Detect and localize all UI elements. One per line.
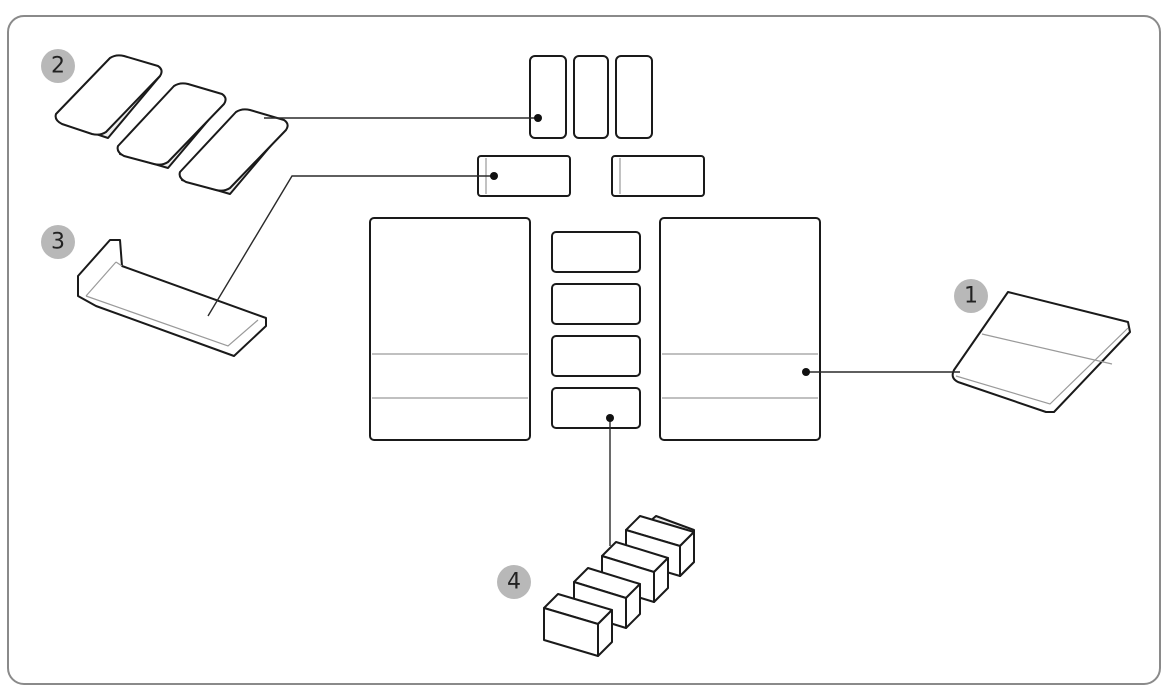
anchor-dot-part-1 (802, 368, 810, 376)
callout-number-2: 2 (51, 54, 65, 79)
part-3-bracket (77, 239, 267, 357)
slot-mid-right (611, 155, 705, 197)
center-slot-3 (551, 335, 641, 377)
callout-badge-3: 3 (41, 225, 75, 259)
center-slot-4 (551, 387, 641, 429)
callout-badge-1: 1 (954, 279, 988, 313)
slot-top-3 (615, 55, 653, 139)
center-slot-stack (551, 231, 641, 429)
pad-1 (54, 54, 163, 139)
part-2-pads (54, 54, 289, 195)
callout-badges: 1 2 3 4 (41, 49, 988, 599)
slot-top-1 (529, 55, 567, 139)
callout-badge-4: 4 (497, 565, 531, 599)
slot-top-2 (573, 55, 609, 139)
top-slot-group (529, 55, 653, 139)
center-slot-2 (551, 283, 641, 325)
pad-2 (116, 82, 227, 169)
part-1-wedge (951, 291, 1131, 413)
leader-dots (490, 114, 810, 422)
block-4d (543, 593, 613, 657)
callout-number-4: 4 (507, 570, 521, 595)
leader-part-3 (207, 175, 494, 317)
right-panel (659, 217, 821, 441)
part-4-blocks (543, 515, 695, 657)
left-panel (369, 217, 531, 441)
callout-number-3: 3 (51, 230, 65, 255)
anchor-dot-part-4 (606, 414, 614, 422)
pad-3 (178, 108, 289, 195)
anchor-dot-part-2 (534, 114, 542, 122)
callout-badge-2: 2 (41, 49, 75, 83)
callout-number-1: 1 (964, 284, 978, 309)
leader-lines (207, 117, 960, 546)
center-slot-1 (551, 231, 641, 273)
anchor-dot-part-3 (490, 172, 498, 180)
